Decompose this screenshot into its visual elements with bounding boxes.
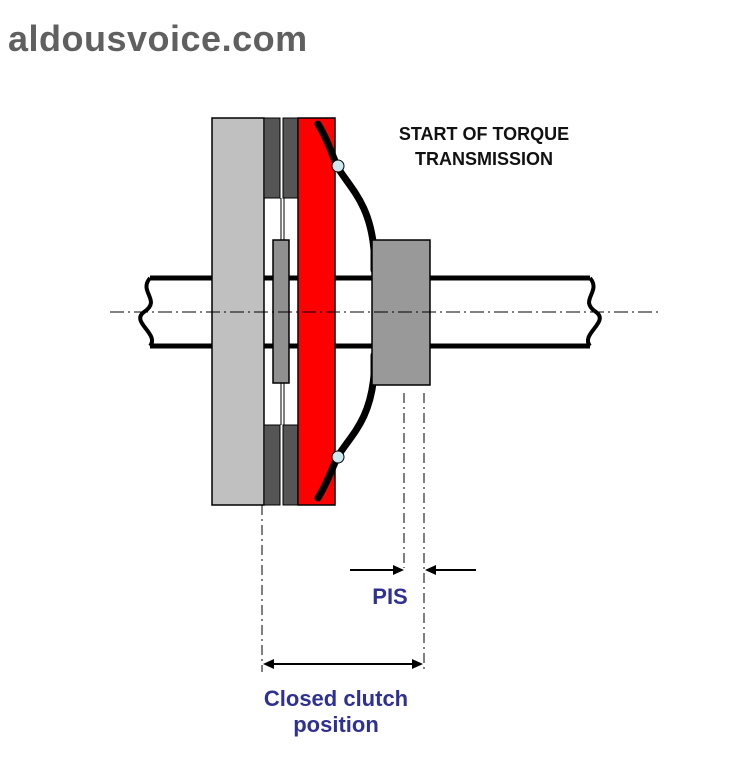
pivot-ball-top — [331, 159, 345, 173]
pis-arrows — [350, 565, 476, 575]
pivot-ball-bottom — [331, 450, 345, 464]
dimension-lines — [261, 393, 425, 672]
closed-clutch-line-1: Closed clutch — [264, 686, 408, 711]
diaphragm-spring — [314, 120, 378, 502]
friction-linings — [263, 117, 299, 506]
pis-label: PIS — [372, 584, 407, 609]
closed-clutch-line-2: position — [293, 712, 379, 737]
title-line-1: START OF TORQUE — [399, 124, 569, 144]
site-watermark: aldousvoice.com — [8, 18, 308, 59]
closed-clutch-arrow — [263, 659, 423, 669]
title-line-2: TRANSMISSION — [415, 149, 553, 169]
